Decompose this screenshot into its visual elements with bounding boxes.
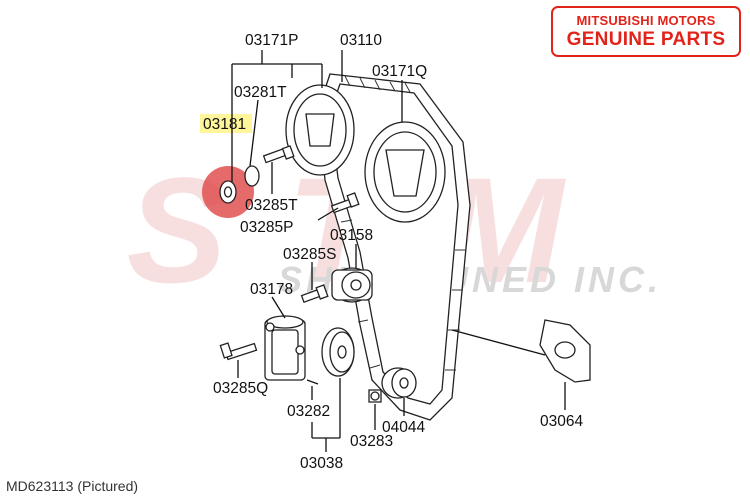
callout-labels: 03171P 03110 03171Q 03281T 03181 03285T … (203, 32, 583, 472)
tensioner-pulley-03158 (331, 267, 373, 303)
label-03283: 03283 (350, 433, 393, 450)
label-03110: 03110 (340, 32, 382, 49)
label-03171q: 03171Q (372, 63, 427, 80)
bolt-03283 (368, 389, 382, 403)
leader-lines (231, 50, 566, 452)
brand-line1: MITSUBISHI MOTORS (576, 13, 716, 28)
auto-tensioner-03178 (264, 315, 306, 381)
cover-plate-03064 (539, 319, 591, 383)
camshaft-sprocket-q (364, 121, 446, 223)
label-03281t: 03281T (234, 84, 287, 101)
label-03178: 03178 (250, 281, 293, 298)
o-ring-03281t (244, 165, 260, 187)
part-highlight (200, 114, 252, 133)
label-03285t: 03285T (245, 197, 298, 214)
idler-pulley-04044 (381, 367, 417, 399)
label-03064: 03064 (540, 413, 583, 430)
camshaft-sprocket-p (285, 84, 355, 176)
part-caption: MD623113 (Pictured) (6, 478, 139, 494)
bolt-03285s (300, 284, 329, 304)
key-03282 (306, 379, 319, 385)
label-03285q: 03285Q (213, 380, 268, 397)
label-03282: 03282 (287, 403, 330, 420)
crankshaft-sprocket-03038 (321, 327, 355, 377)
label-03158: 03158 (330, 227, 373, 244)
label-03285s: 03285S (283, 246, 336, 263)
label-03038: 03038 (300, 455, 343, 472)
bolt-03285q (219, 342, 258, 361)
oil-seal-03181 (202, 166, 254, 218)
label-03285p: 03285P (240, 219, 293, 236)
brand-badge: MITSUBISHI MOTORS GENUINE PARTS (551, 6, 741, 57)
brand-line2: GENUINE PARTS (566, 29, 726, 50)
label-04044: 04044 (382, 419, 425, 436)
label-03181: 03181 (203, 116, 246, 133)
label-03171p: 03171P (245, 32, 298, 49)
bolt-03285t (262, 145, 295, 164)
